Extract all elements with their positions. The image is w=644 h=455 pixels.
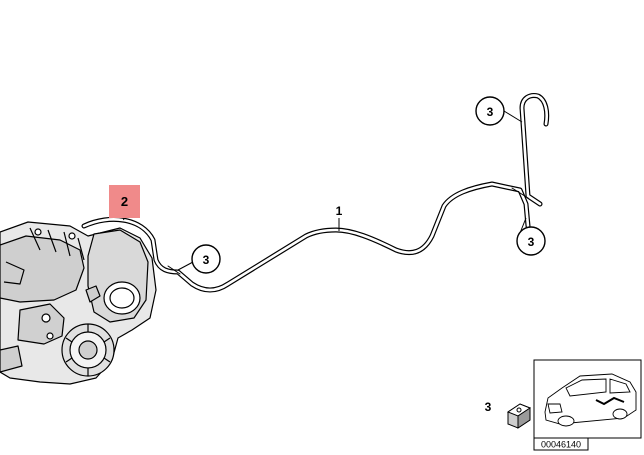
part-number-label: 2 [121,194,128,209]
callout-part-2: 2 [109,185,140,218]
image-number: 00046140 [541,440,581,450]
highlight-box [109,185,140,218]
callout-circle: 3 [475,96,505,126]
differential-housing [0,221,157,385]
callout-circle: 3 [516,226,546,256]
clip-icon [506,403,532,429]
part-number-label: 3 [487,105,494,119]
vent-line [81,93,550,293]
car-silhouette-icon [544,373,637,427]
car-overview: 00046140 [533,359,642,451]
image-number-box [533,437,589,451]
car-overview-frame [533,359,642,439]
legend-clip: 3 [485,400,532,429]
callout-circle: 3 [191,244,221,274]
part-number-label: 3 [528,235,535,249]
part-number-label: 3 [203,253,210,267]
part-number-label: 1 [336,204,343,218]
part-number-label: 3 [485,400,492,414]
